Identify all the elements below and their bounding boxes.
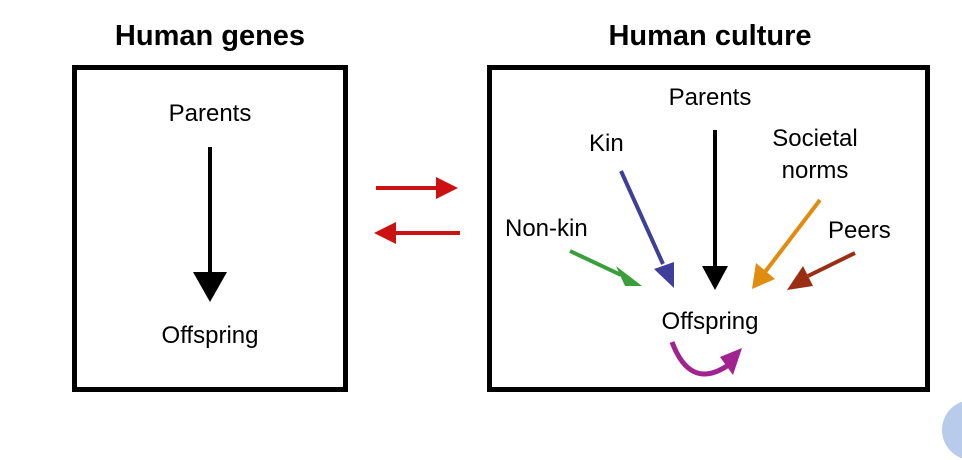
- culture-to-genes-arrow-head: [374, 222, 396, 244]
- self-arrow-head: [720, 348, 742, 375]
- kin-arrow-shaft: [619, 170, 665, 265]
- culture-box: [487, 65, 930, 392]
- culture-societal-norms-label: Societal norms: [772, 125, 858, 185]
- parents-arrow-head: [702, 266, 728, 290]
- societal-norms-arrow-shaft: [763, 198, 822, 274]
- genes-to-culture-arrow-head: [436, 177, 458, 199]
- culture-parents-label: Parents: [668, 84, 752, 111]
- genes-title: Human genes: [114, 20, 306, 52]
- culture-offspring-label: Offspring: [661, 308, 759, 335]
- peers-arrow-shaft: [807, 251, 856, 278]
- genes-parents-label: Parents: [168, 100, 252, 127]
- non-kin-arrow-head: [616, 266, 642, 286]
- self-arrow-curve: [669, 341, 729, 377]
- culture-peers-label: Peers: [828, 217, 891, 244]
- societal-norms-arrow-head: [752, 263, 775, 289]
- culture-kin-label: Kin: [589, 130, 624, 157]
- diagram-arrows: [193, 130, 856, 377]
- peers-arrow-head: [787, 266, 813, 290]
- kin-arrow-head: [654, 262, 674, 288]
- non-kin-arrow-shaft: [569, 249, 622, 277]
- genes-box: [72, 65, 348, 392]
- culture-title: Human culture: [608, 20, 812, 52]
- genes-offspring-label: Offspring: [161, 322, 259, 349]
- genes-arrow-head: [193, 272, 227, 302]
- culture-non-kin-label: Non-kin: [505, 215, 588, 242]
